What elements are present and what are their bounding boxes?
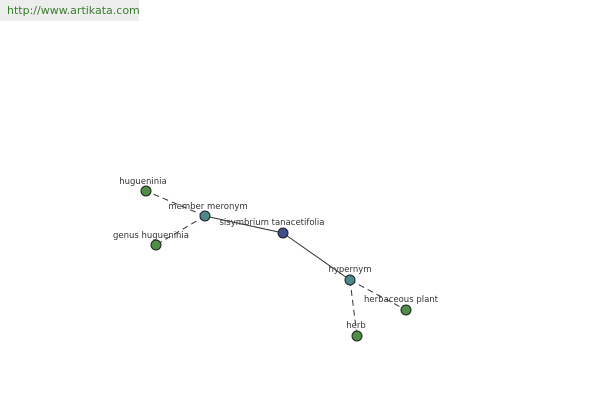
edge-center-hypernym	[282, 232, 351, 281]
edge-center-member-meronym	[204, 215, 284, 234]
label-herb: herb	[346, 321, 366, 331]
edge-member-meronym-hugueninia	[145, 190, 206, 217]
node-hugueninia[interactable]	[140, 185, 152, 197]
node-hypernym[interactable]	[344, 274, 356, 286]
node-center[interactable]	[277, 227, 289, 239]
label-hugueninia: hugueninia	[119, 177, 167, 187]
label-genus-hugueninia: genus hugueninia	[113, 231, 189, 241]
node-herb[interactable]	[351, 330, 363, 342]
label-herbaceous-plant: herbaceous plant	[364, 295, 439, 305]
label-center: sisymbrium tanacetifolia	[219, 218, 324, 228]
label-member-meronym: member meronym	[168, 202, 247, 212]
node-member-meronym[interactable]	[199, 210, 211, 222]
edge-hypernym-herbaceous-plant	[349, 279, 407, 311]
node-herbaceous-plant[interactable]	[400, 304, 412, 316]
source-link[interactable]: http://www.artikata.com	[0, 0, 140, 21]
node-genus-hugueninia[interactable]	[150, 239, 162, 251]
label-hypernym: hypernym	[328, 265, 371, 275]
